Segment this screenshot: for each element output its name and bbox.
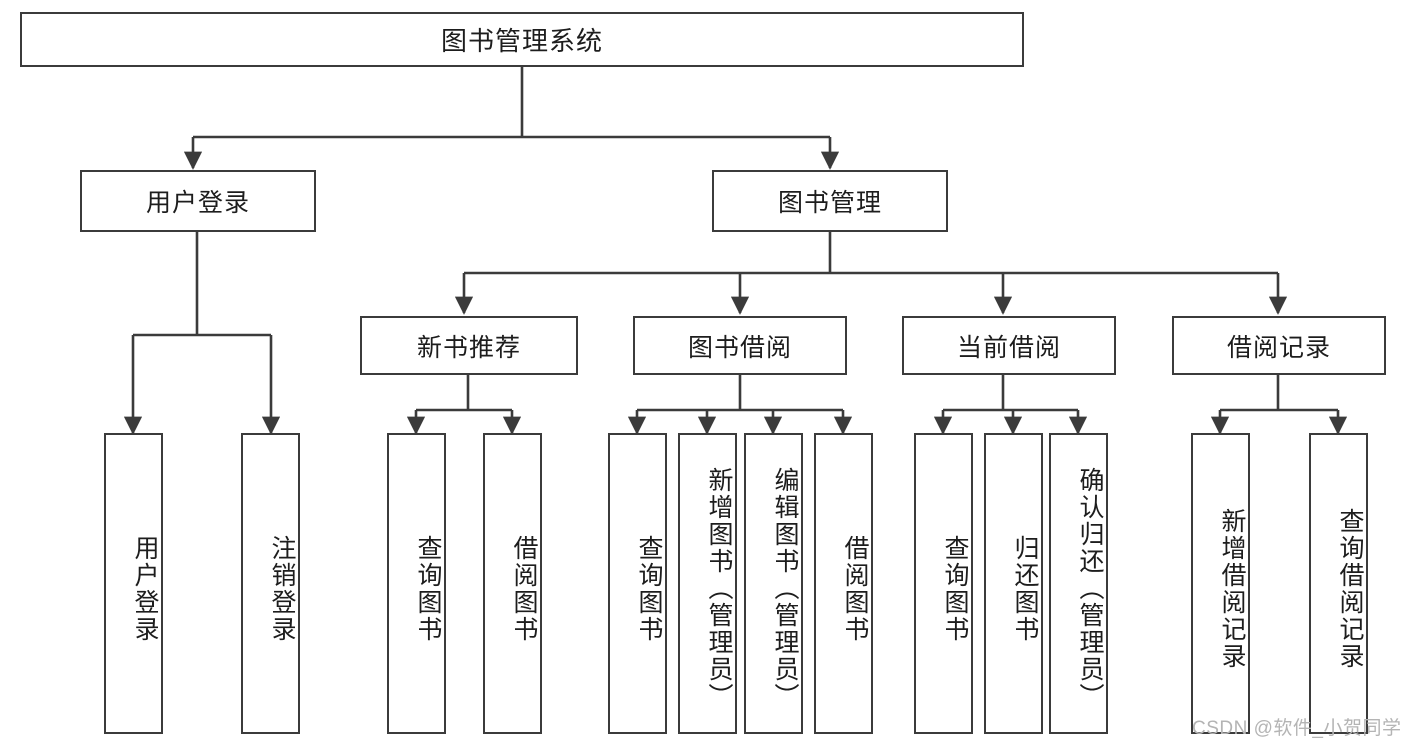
leaf-logout[interactable]: 注销登录 [241, 433, 300, 734]
leaf-add-book-admin[interactable]: 新增图书（管理员） [678, 433, 737, 734]
leaf-borrow-book[interactable]: 借阅图书 [814, 433, 873, 734]
leaf-query-borrow-record[interactable]: 查询借阅记录 [1309, 433, 1368, 734]
leaf-confirm-return-admin[interactable]: 确认归还（管理员） [1049, 433, 1108, 734]
node-root[interactable]: 图书管理系统 [20, 12, 1024, 67]
watermark-text: CSDN @软件_小贺同学 [1192, 718, 1402, 739]
leaf-add-book-admin-label: 新增图书（管理员） [705, 467, 733, 710]
leaf-confirm-return-admin-label: 确认归还（管理员） [1076, 467, 1104, 710]
node-new-book-recommend-label: 新书推荐 [416, 333, 521, 362]
leaf-query-book-borrow-label: 查询图书 [635, 534, 663, 643]
node-user-login-label: 用户登录 [145, 189, 250, 217]
node-new-book-recommend[interactable]: 新书推荐 [360, 316, 578, 375]
node-borrow-records-label: 借阅记录 [1226, 333, 1331, 362]
leaf-query-borrow-record-label: 查询借阅记录 [1336, 507, 1364, 670]
node-book-borrow-label: 图书借阅 [687, 333, 792, 362]
leaf-edit-book-admin[interactable]: 编辑图书（管理员） [744, 433, 803, 734]
leaf-user-login[interactable]: 用户登录 [104, 433, 163, 734]
node-current-borrow-label: 当前借阅 [956, 333, 1061, 362]
node-book-borrow[interactable]: 图书借阅 [633, 316, 847, 375]
leaf-query-book-newbook[interactable]: 查询图书 [387, 433, 446, 734]
leaf-query-book-newbook-label: 查询图书 [414, 534, 442, 643]
leaf-user-login-label: 用户登录 [131, 534, 159, 643]
leaf-return-book-label: 归还图书 [1011, 534, 1039, 643]
node-root-label: 图书管理系统 [440, 26, 603, 56]
leaf-borrow-book-label: 借阅图书 [841, 534, 869, 643]
node-user-login[interactable]: 用户登录 [80, 170, 316, 232]
node-current-borrow[interactable]: 当前借阅 [902, 316, 1116, 375]
leaf-add-borrow-record[interactable]: 新增借阅记录 [1191, 433, 1250, 734]
node-book-management-label: 图书管理 [777, 189, 882, 217]
leaf-borrow-book-newbook-label: 借阅图书 [510, 534, 538, 643]
leaf-return-book[interactable]: 归还图书 [984, 433, 1043, 734]
leaf-query-book-borrow[interactable]: 查询图书 [608, 433, 667, 734]
leaf-add-borrow-record-label: 新增借阅记录 [1218, 507, 1246, 670]
leaf-logout-label: 注销登录 [268, 534, 296, 643]
leaf-query-book-current[interactable]: 查询图书 [914, 433, 973, 734]
leaf-query-book-current-label: 查询图书 [941, 534, 969, 643]
leaf-edit-book-admin-label: 编辑图书（管理员） [771, 467, 799, 710]
node-book-management[interactable]: 图书管理 [712, 170, 948, 232]
leaf-borrow-book-newbook[interactable]: 借阅图书 [483, 433, 542, 734]
node-borrow-records[interactable]: 借阅记录 [1172, 316, 1386, 375]
